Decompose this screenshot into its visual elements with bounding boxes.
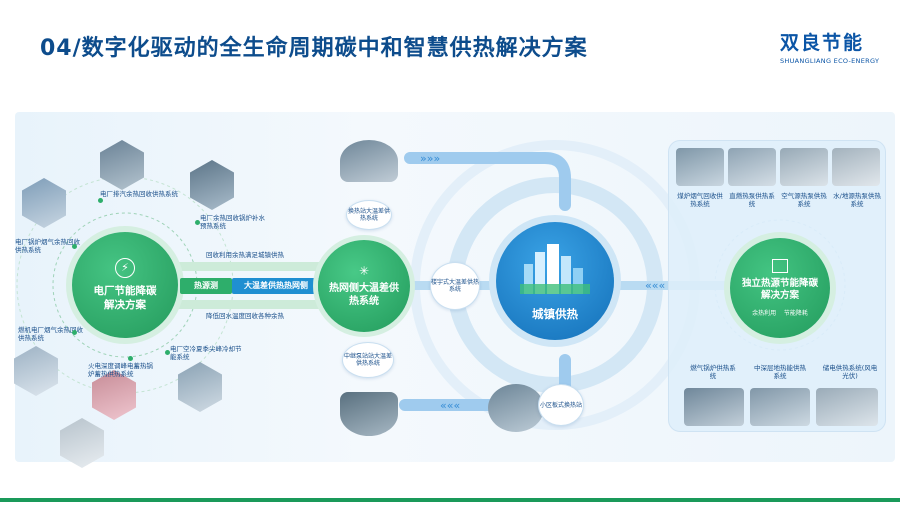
center-hub[interactable]: 城镇供热 [496, 222, 614, 340]
power-plant-photo-6 [178, 362, 222, 412]
energy-icon: ⚡ [115, 258, 135, 278]
logo-wordmark: 双良节能 [780, 32, 865, 54]
middle-hub[interactable]: ✳ 热网侧大温差供热系统 [318, 240, 410, 332]
logo-subtitle: SHUANGLIANG ECO-ENERGY [780, 57, 880, 65]
right-bottom-item-2: 中深层地热能供热系统 [754, 364, 806, 380]
left-dot-4 [72, 330, 77, 335]
right-top-item-3: 空气源热泵供热系统 [781, 192, 827, 208]
right-hub-tag-1: 余热利用 [752, 310, 777, 317]
brand-logo: 双良节能 SHUANGLIANG ECO-ENERGY [780, 28, 890, 76]
right-bottom-photo-2 [750, 388, 810, 426]
page-title: 04/数字化驱动的全生命周期碳中和智慧供热解决方案 [40, 36, 588, 61]
left-item-3: 电厂锅炉烟气余热回收供热系统 [15, 238, 80, 254]
right-top-photo-3 [780, 148, 828, 186]
network-icon: ✳ [358, 264, 370, 278]
center-hub-title: 城镇供热 [532, 307, 578, 321]
svg-text:«««: ««« [440, 399, 460, 412]
relay-pump-label: 中继泵站站大温差供热系统 [343, 353, 392, 367]
building-label: 楼宇式大温差供热系统 [431, 279, 480, 293]
link-heat-source: 热源测 [180, 278, 232, 294]
link-bottom-label: 降低回水温度回收各种余热 [206, 312, 284, 320]
link-top-label: 回收利用余热满足城镇供热 [206, 251, 284, 259]
left-dot-6 [128, 356, 133, 361]
left-item-6: 火电深度调峰电蓄热锅炉蓄热供热系统 [88, 362, 153, 378]
left-dot-5 [165, 350, 170, 355]
left-item-1: 电厂排汽余热回收供热系统 [100, 190, 178, 198]
left-dot-1 [98, 198, 103, 203]
right-top-item-4: 水/地源热泵供热系统 [833, 192, 881, 208]
link-network-side: 大温差供热热网侧 [232, 278, 320, 294]
left-item-4: 燃机电厂烟气余热回收供热系统 [18, 326, 83, 342]
left-dot-2 [195, 220, 200, 225]
building-node: 楼宇式大温差供热系统 [430, 262, 480, 310]
community-station-label: 小区板式换热站 [539, 401, 582, 409]
right-bottom-photo-1 [684, 388, 744, 426]
right-top-item-1: 煤炉烟气回收供热系统 [677, 192, 723, 208]
left-hub[interactable]: ⚡ 电厂节能降碳解决方案 [72, 232, 178, 338]
right-hub-title: 独立热源节能降碳解决方案 [741, 278, 818, 301]
power-plant-photo-7 [60, 418, 104, 468]
right-top-photo-2 [728, 148, 776, 186]
exchange-station-node: 换热站大温差供热系统 [346, 200, 392, 230]
relay-pump-node: 中继泵站站大温差供热系统 [342, 342, 394, 378]
exchange-station-photo [340, 140, 398, 182]
left-item-5: 电厂空冷夏季尖峰冷却节能系统 [170, 345, 242, 361]
footer-accent-bar [0, 498, 900, 502]
power-plant-photo-4 [14, 346, 58, 396]
left-dot-3 [72, 244, 77, 249]
middle-hub-title: 热网侧大温差供热系统 [329, 283, 399, 307]
svg-text:«««: ««« [645, 279, 665, 292]
left-hub-title: 电厂节能降碳解决方案 [93, 285, 157, 311]
community-station-node: 小区板式换热站 [538, 384, 584, 426]
right-bottom-item-1: 燃气锅炉供热系统 [690, 364, 736, 380]
community-station-photo [488, 384, 544, 432]
right-top-item-2: 直燃热泵供热系统 [729, 192, 775, 208]
building-icon [772, 259, 788, 273]
right-top-photo-4 [832, 148, 880, 186]
right-hub[interactable]: 独立热源节能降碳解决方案 余热利用 节能降耗 [730, 238, 830, 338]
relay-pump-photo [340, 392, 398, 436]
svg-text:»»»: »»» [420, 152, 440, 165]
exchange-station-label: 换热站大温差供热系统 [347, 208, 390, 222]
right-bottom-photo-3 [816, 388, 878, 426]
right-hub-tag-2: 节能降耗 [783, 310, 808, 317]
power-plant-photo-5 [92, 370, 136, 420]
right-top-photo-1 [676, 148, 724, 186]
right-bottom-item-3: 储电供热系统(风电光伏) [822, 364, 878, 380]
left-item-2: 电厂余热回收锅炉补水预热系统 [200, 214, 265, 230]
city-skyline-icon [520, 244, 590, 294]
